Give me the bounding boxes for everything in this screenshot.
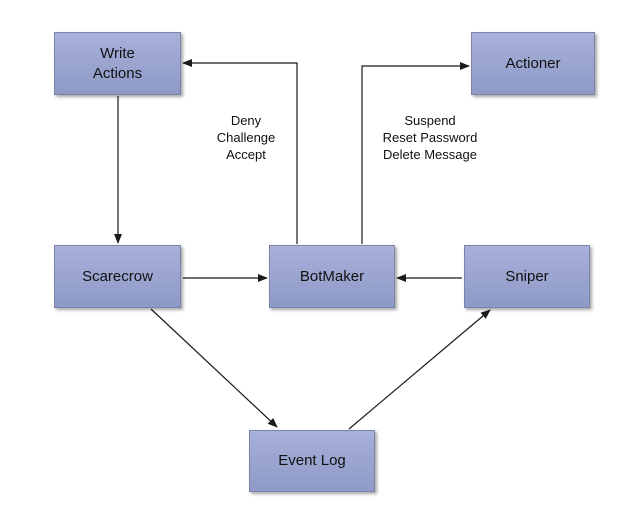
node-scarecrow: Scarecrow: [54, 245, 181, 308]
node-actioner: Actioner: [471, 32, 595, 95]
edge-botmaker-to-actioner: [361, 62, 470, 244]
edge-scarecrow-to-event-log: [150, 308, 278, 428]
node-label-write-actions: Write Actions: [92, 44, 143, 82]
node-label-actioner: Actioner: [505, 54, 561, 72]
node-label-sniper: Sniper: [505, 267, 549, 285]
edge-botmaker-to-write-actions: [182, 59, 298, 244]
edge-label-botmaker-to-actioner: Suspend Reset Password Delete Message: [382, 113, 478, 162]
edge-event-log-to-sniper: [348, 309, 491, 430]
node-label-scarecrow: Scarecrow: [82, 267, 153, 285]
node-sniper: Sniper: [464, 245, 590, 308]
node-event-log: Event Log: [249, 430, 375, 492]
node-label-event-log: Event Log: [278, 452, 346, 469]
node-botmaker: BotMaker: [269, 245, 395, 308]
edge-label-botmaker-to-write-actions: Deny Challenge Accept: [216, 113, 276, 162]
node-label-botmaker: BotMaker: [299, 267, 365, 285]
node-write-actions: Write Actions: [54, 32, 181, 95]
